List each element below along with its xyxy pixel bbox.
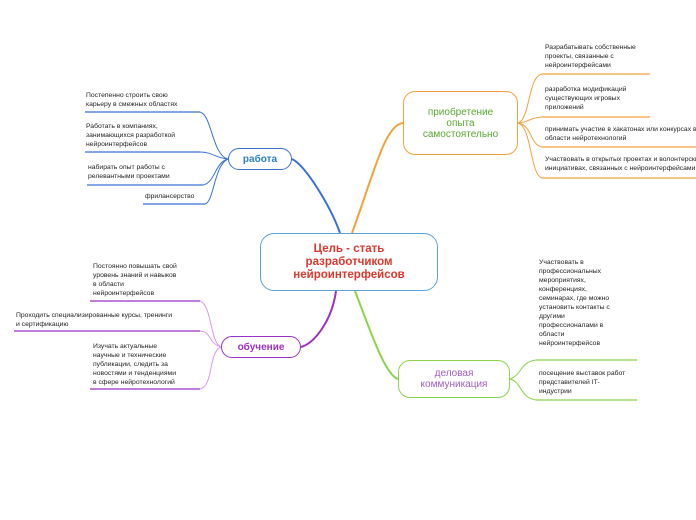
leaf-obuchenie-3[interactable]: Изучать актуальные научные и технические…: [93, 342, 176, 387]
leaf-line: проекты, связанные с: [545, 53, 614, 60]
leaf-line: Участвовать в открытых проектах и волонт…: [545, 156, 696, 163]
leaf-delovaya-1[interactable]: Участвовать в профессиональных мероприят…: [539, 258, 610, 348]
leaf-rabota-3[interactable]: набирать опыт работы с релевантными прое…: [88, 163, 170, 181]
leaf-line: инициативах, связанных с нейроинтерфейса…: [545, 165, 696, 172]
obuchenie-connectors: [199, 300, 222, 390]
leaf-line: и сертификацию: [16, 321, 69, 328]
leaf-line: индустрии: [539, 388, 572, 395]
rabota-underlines: [85, 111, 205, 205]
connector-central-opyt: [351, 122, 404, 234]
leaf-line: представителей IT-: [539, 379, 600, 386]
leaf-line: существующих игровых: [545, 95, 620, 102]
leaf-rabota-4[interactable]: фрилансерство: [145, 192, 194, 201]
leaf-line: нейроинтерфейсов: [93, 290, 155, 297]
leaf-line: уровень знаний и навыков: [93, 272, 177, 279]
connector-central-delovaya: [354, 290, 399, 380]
leaf-line: Изучать актуальные: [93, 343, 158, 350]
leaf-line: профессионалами в: [539, 322, 604, 329]
delovaya-underlines: [536, 359, 637, 401]
leaf-opyt-4[interactable]: Участвовать в открытых проектах и волонт…: [545, 155, 696, 173]
connector-central-rabota: [291, 158, 341, 234]
leaf-line: области нейротехнологий: [545, 135, 627, 142]
rabota-connectors: [199, 111, 229, 205]
leaf-line: нейроинтерфейсами: [545, 62, 611, 69]
opyt-connectors: [517, 73, 543, 179]
leaf-rabota-1[interactable]: Постепенно строить свою карьеру в смежны…: [86, 91, 177, 109]
leaf-opyt-1[interactable]: Разрабатывать собственные проекты, связа…: [545, 43, 636, 70]
opyt-underlines: [542, 73, 696, 179]
leaf-rabota-2[interactable]: Работать в компаниях, занимающихся разра…: [86, 122, 175, 149]
leaf-line: новостями и тенденциями: [93, 370, 176, 377]
leaf-line: профессиональных: [539, 268, 602, 275]
leaf-line: конференциях,: [539, 286, 587, 293]
leaf-line: Разрабатывать собственные: [545, 44, 636, 51]
leaf-obuchenie-2[interactable]: Проходить специализированные курсы, трен…: [16, 311, 172, 329]
leaf-line: нейроинтерфейсов: [86, 141, 148, 148]
branch-rabota-label: работа: [242, 153, 278, 165]
leaf-opyt-3[interactable]: принимать участие в хакатонах или конкур…: [545, 125, 696, 143]
leaf-line: мероприятиях,: [539, 277, 586, 284]
branch-opyt[interactable]: приобретение опыта самостоятельно: [403, 91, 518, 155]
leaf-line: семинарах, где можно: [539, 295, 610, 302]
leaf-line: Проходить специализированные курсы, трен…: [16, 312, 173, 319]
leaf-line: публикации, следить за: [93, 361, 168, 368]
branch-delovaya[interactable]: деловая коммуникация: [398, 360, 510, 398]
leaf-line: разработка модификаций: [545, 86, 627, 93]
leaf-line: научные и технические: [93, 352, 167, 359]
leaf-line: Участвовать в: [539, 259, 584, 266]
branch-rabota[interactable]: работа: [228, 148, 292, 170]
leaf-line: другими: [539, 313, 565, 320]
connector-central-obuchenie: [300, 290, 337, 348]
leaf-line: Работать в компаниях,: [86, 123, 158, 130]
branch-opyt-label: приобретение опыта самостоятельно: [422, 106, 499, 140]
leaf-line: установить контакты с: [539, 304, 610, 311]
leaf-line: Постоянно повышать свой: [93, 263, 177, 270]
leaf-line: фрилансерство: [145, 193, 195, 200]
leaf-line: занимающихся разработкой: [86, 132, 176, 139]
central-topic-label: Цель - стать разработчиком нейроинтерфей…: [293, 242, 405, 281]
leaf-line: посещение выставок работ: [539, 370, 626, 377]
branch-delovaya-label: деловая коммуникация: [420, 368, 488, 390]
leaf-line: Постепенно строить свою: [86, 92, 168, 99]
leaf-line: релевантными проектами: [88, 173, 170, 180]
leaf-line: в сфере нейротехнологий: [93, 379, 175, 386]
leaf-line: области: [539, 331, 565, 338]
leaf-line: нейроинтерфейсов: [539, 340, 601, 347]
delovaya-connectors: [509, 359, 537, 401]
leaf-delovaya-2[interactable]: посещение выставок работ представителей …: [539, 369, 625, 396]
branch-obuchenie[interactable]: обучение: [221, 336, 301, 358]
leaf-opyt-2[interactable]: разработка модификаций существующих игро…: [545, 85, 626, 112]
leaf-line: приложений: [545, 104, 584, 111]
leaf-obuchenie-1[interactable]: Постоянно повышать свой уровень знаний и…: [93, 262, 177, 298]
branch-obuchenie-label: обучение: [237, 341, 285, 353]
leaf-line: принимать участие в хакатонах или конкур…: [545, 126, 696, 133]
leaf-line: карьеру в смежных областях: [86, 101, 178, 108]
leaf-line: в области: [93, 281, 124, 288]
obuchenie-underlines: [14, 300, 200, 390]
central-topic[interactable]: Цель - стать разработчиком нейроинтерфей…: [260, 233, 438, 291]
leaf-line: набирать опыт работы с: [88, 164, 165, 171]
